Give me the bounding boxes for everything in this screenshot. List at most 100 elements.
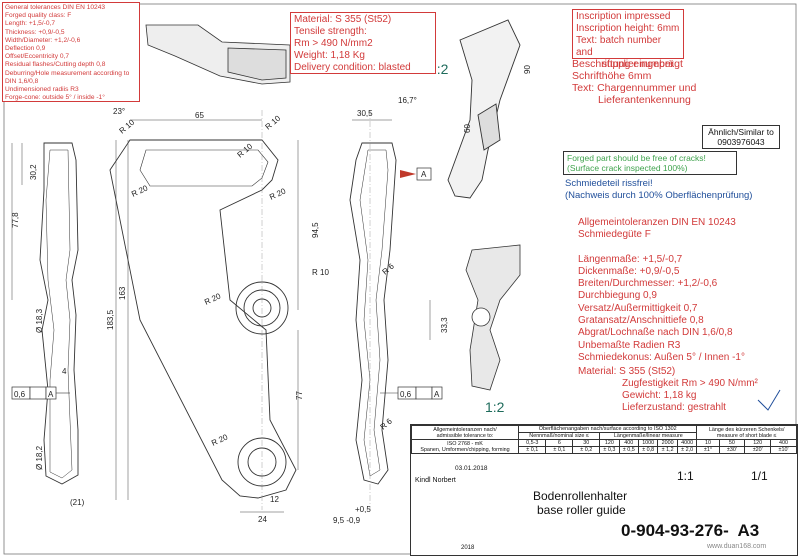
detail-view	[447, 19, 521, 199]
short-header: Länge des kürzeren Schenkels/ measure of…	[696, 425, 797, 440]
tol-de-line: Dickenmaße: +0,9/-0,5	[578, 265, 680, 277]
tol-de-line: Allgemeintoleranzen DIN EN 10243	[578, 217, 736, 228]
title-en: base roller guide	[537, 503, 626, 517]
dim-94-5: 94,5	[311, 222, 320, 238]
datum-arrow	[400, 170, 416, 178]
tol-de-line: Abgrat/Lochnaße nach DIN 1,6/0,8	[578, 327, 733, 339]
dim-12: 12	[270, 495, 279, 504]
tol2-value: 0,6	[400, 390, 412, 399]
gt-line: DIN 1,6/0,8	[5, 77, 39, 85]
gt-line: Forge-cone: outside 5° / inside -1°	[5, 94, 105, 102]
nominal-cell: 400	[618, 439, 639, 447]
dim-r20c: R 20	[203, 291, 223, 307]
insc-de-line: Lieferantenkennung	[598, 94, 691, 106]
insc-line: supplier number	[602, 59, 674, 70]
material-de: Material: S 355 (St52) Zugfestigkeit Rm …	[578, 366, 758, 414]
nominal-cell: 1000	[637, 439, 659, 447]
tolerances-de: Allgemeintoleranzen DIN EN 10243 Schmied…	[578, 217, 745, 364]
dim-18-3: Ø 18,3	[35, 308, 44, 333]
dim-4: 4	[62, 367, 67, 376]
gt-line: Offset/Eccentricity 0,7	[5, 53, 70, 61]
tolerance-table: Allgemeintoleranzen nach/ admissible tol…	[411, 425, 797, 454]
mat-line: Tensile strength:	[294, 26, 367, 37]
mat-de-line: Gewicht: 1,18 kg	[622, 390, 697, 401]
datum-a: A	[421, 170, 427, 179]
tol-cell: ± 0,8	[637, 446, 659, 454]
iso-line: ISO 2768 - mK	[447, 440, 483, 447]
tol1-ref: A	[48, 390, 54, 399]
drawing-number: 0-904-93-276- A3	[621, 521, 759, 541]
tol-de-spacer	[578, 242, 745, 254]
surface-symbol-icon	[757, 389, 781, 411]
author: Kindl Norbert	[415, 477, 456, 484]
forged-de-line: (Nachweis durch 100% Oberflächenprüfung)	[565, 190, 753, 201]
tol-left-line: admissible tolerance to:	[436, 432, 494, 439]
tol-cell: ± 0,3	[599, 446, 620, 454]
mat-line: Weight: 1,18 Kg	[294, 50, 365, 61]
nominal-cell: 4000	[676, 439, 698, 447]
short-cell: 10	[696, 439, 720, 447]
nominal-cell: 120	[599, 439, 620, 447]
gt-line: Width/Diameter: +1,2/-0,6	[5, 36, 81, 44]
tolerance-frames	[11, 167, 443, 400]
dim-163: 163	[118, 286, 127, 300]
dim-30-2: 30,2	[29, 164, 38, 180]
inscription-de: Beschriftung eingeprägt Schrifthöhe 6mm …	[572, 58, 696, 106]
scale-tb-left: 1:1	[677, 469, 694, 483]
surface-header: Oberflächenangaben nach/surface accordin…	[517, 425, 698, 433]
dim-r10b: R 10	[264, 113, 283, 131]
tol-de-line: Durchbiegung 0,9	[578, 290, 657, 302]
mat-de-line: Lieferzustand: gestrahlt	[622, 402, 726, 413]
tol-left-label: Allgemeintoleranzen nach/ admissible tol…	[411, 425, 519, 440]
title-de: Bodenrollenhalter	[533, 489, 628, 503]
gt-line: Deburring/Hole measurement according to	[5, 69, 130, 77]
watermark: www.duan168.com	[707, 543, 767, 550]
scale-bottom: 1:2	[485, 399, 505, 415]
tol-cell: ± 2,0	[676, 446, 698, 454]
dim-77-8: 77,8	[11, 212, 20, 228]
dim-18-2: Ø 18,2	[35, 445, 44, 470]
tol-cell: ± 0,1	[517, 446, 547, 454]
gt-line: Forged quality class: F	[5, 12, 72, 20]
dim-r10c: R 10	[236, 141, 255, 159]
short-tol-cell: ±20'	[744, 446, 772, 454]
dimension-lines	[11, 119, 431, 513]
nominal-cell: 30	[572, 439, 601, 447]
gt-line: Thickness: +0,9/-0,5	[5, 28, 65, 36]
mat-line: Material: S 355 (St52)	[294, 14, 392, 25]
front-view	[109, 110, 297, 510]
dim-9-5: 9,5 -0,9	[333, 516, 361, 525]
dim-24: 24	[258, 515, 267, 524]
side-view-left	[39, 142, 79, 485]
iso-line: Spanen, Umformen/chipping, forming	[420, 446, 510, 453]
nominal-cell: 2000	[657, 439, 678, 447]
sheet-border	[3, 3, 797, 555]
dim-16-7: 16,7°	[398, 96, 417, 105]
dim-r6b: R 6	[379, 416, 395, 431]
general-tolerances-box: General tolerances DIN EN 10243 Forged q…	[2, 2, 140, 102]
dim-r6a: R 6	[381, 261, 397, 276]
short-cell: 400	[770, 439, 797, 447]
drawing-no: 0-904-93-276-	[621, 521, 729, 540]
title-block: Allgemeintoleranzen nach/ admissible tol…	[410, 424, 798, 556]
tol-de-line: Schmiedekonus: Außen 5° / Innen -1°	[578, 351, 745, 363]
insc-de-line: Text: Chargennummer und	[572, 82, 697, 94]
forged-de-line: Schmiedeteil rissfrei!	[565, 178, 653, 189]
short-tol-cell: ±10'	[770, 446, 797, 454]
date: 03.01.2018	[455, 465, 488, 472]
dim-05: +0,5	[355, 505, 371, 514]
insc-line: Inscription height: 6mm	[576, 23, 680, 34]
dim-r20d: R 20	[210, 432, 230, 448]
year: 2018	[461, 545, 475, 551]
tol-de-line: Unbemaßte Radien R3	[578, 339, 681, 351]
gt-line: Undimensioned radiis R3	[5, 86, 79, 94]
forged-de: Schmiedeteil rissfrei! (Nachweis durch 1…	[565, 178, 752, 202]
mat-line: Rm > 490 N/mm2	[294, 38, 373, 49]
short-header-line: measure of short blade ≤	[716, 432, 777, 439]
insc-de-line: Schrifthöhe 6mm	[572, 70, 652, 82]
nominal-header: Nennmaß/nominal size ≤	[517, 432, 601, 440]
gt-line: General tolerances DIN EN 10243	[5, 4, 106, 11]
short-cell: 50	[718, 439, 746, 447]
inscription-box: Inscription impressed Inscription height…	[572, 9, 684, 70]
